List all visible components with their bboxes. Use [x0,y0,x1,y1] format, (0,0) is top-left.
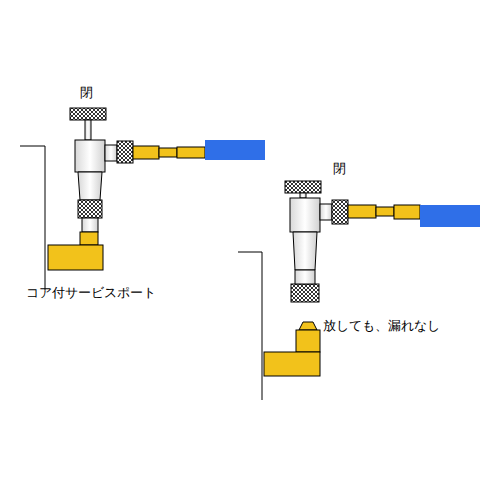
part-name: コア付サービスポート [26,285,156,301]
left-valve [48,108,265,270]
valve-state-label: 閉 [333,161,346,177]
valve-state-label: 閉 [80,85,93,101]
bracket [20,146,45,290]
note-label: 放しても、漏れなし [323,318,440,334]
bracket [238,252,262,400]
right-valve [264,181,480,376]
